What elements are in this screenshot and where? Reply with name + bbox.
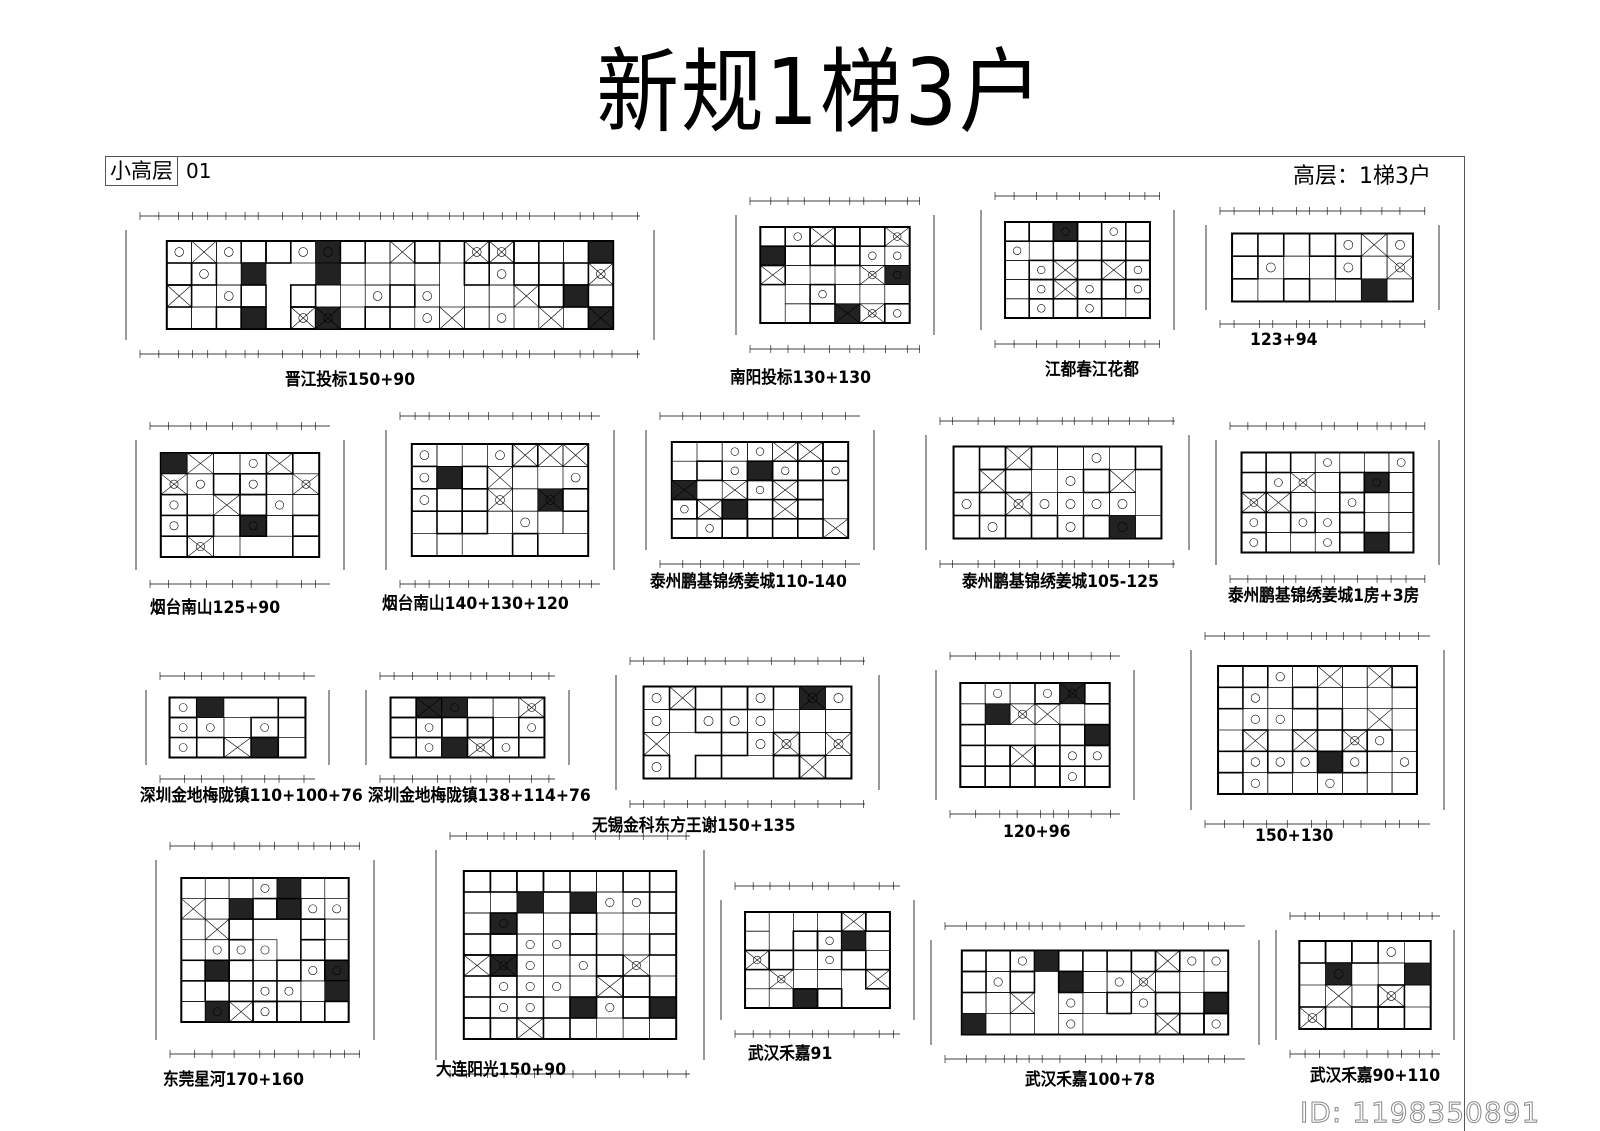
floor-plan-drawing <box>125 212 655 358</box>
floor-plan-drawing <box>145 672 330 783</box>
floor-plan-drawing <box>1190 632 1445 828</box>
plan-label: 烟台南山140+130+120 <box>382 594 569 614</box>
floor-plan-drawing <box>935 652 1135 818</box>
plan-label: 江都春江花都 <box>1045 360 1139 380</box>
plan-label: 烟台南山125+90 <box>150 598 281 618</box>
frame-line <box>1464 156 1465 1131</box>
floor-plan-drawing <box>1215 422 1440 583</box>
plan-label: 武汉禾嘉91 <box>748 1044 833 1064</box>
floor-plan-drawing <box>385 412 615 588</box>
floor-plan-drawing <box>615 657 880 808</box>
plan-label: 150+130 <box>1255 826 1334 846</box>
floor-plan-drawing <box>365 672 570 783</box>
plan-label: 泰州鹏基锦绣姜城110-140 <box>650 572 847 592</box>
section-right-label: 高层：1梯3户 <box>1293 164 1431 189</box>
plan-label: 泰州鹏基锦绣姜城105-125 <box>962 572 1159 592</box>
floor-plan-drawing <box>930 922 1260 1063</box>
floor-plan-drawing <box>980 192 1175 348</box>
floor-plan-drawing <box>720 882 915 1038</box>
sheet-title: 新规1梯3户 <box>596 39 1044 146</box>
frame-line <box>105 156 1465 157</box>
floor-plan-drawing <box>1205 207 1440 328</box>
floor-plan-drawing <box>925 417 1190 568</box>
plan-label: 大连阳光150+90 <box>436 1060 567 1080</box>
floor-plan-drawing <box>435 832 705 1078</box>
plan-label: 南阳投标130+130 <box>730 368 871 388</box>
plan-label: 东莞星河170+160 <box>163 1070 304 1090</box>
section-number: 01 <box>186 159 212 183</box>
plan-label: 深圳金地梅陇镇138+114+76 <box>368 786 591 806</box>
floor-plan-drawing <box>155 842 375 1058</box>
plan-label: 120+96 <box>1003 822 1071 842</box>
plan-label: 武汉禾嘉90+110 <box>1310 1066 1441 1086</box>
plan-label: 无锡金科东方王谢150+135 <box>592 816 796 836</box>
watermark-id: ID: 1198350891 <box>1299 1096 1541 1129</box>
plan-label: 晋江投标150+90 <box>285 370 416 390</box>
section-tag: 小高层 <box>105 157 178 186</box>
floor-plan-drawing <box>645 412 875 568</box>
plan-label: 武汉禾嘉100+78 <box>1025 1070 1156 1090</box>
plan-label: 深圳金地梅陇镇110+100+76 <box>140 786 363 806</box>
floor-plan-drawing <box>135 422 345 588</box>
floor-plan-drawing <box>1275 912 1455 1058</box>
plan-label: 泰州鹏基锦绣姜城1房+3房 <box>1228 586 1420 606</box>
floor-plan-drawing <box>735 197 935 353</box>
plan-label: 123+94 <box>1250 330 1318 350</box>
